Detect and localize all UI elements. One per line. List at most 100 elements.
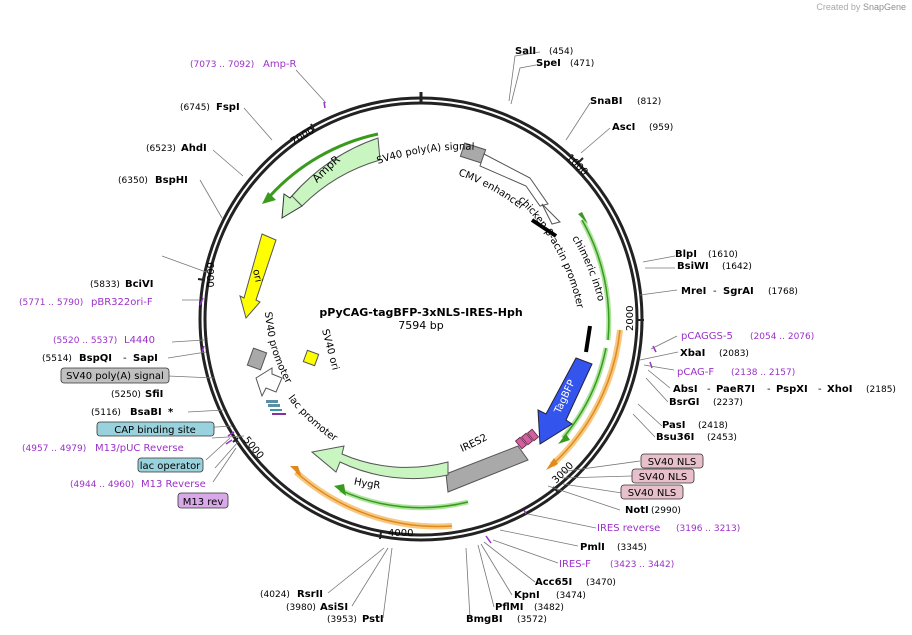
hygr-feature [310, 445, 449, 480]
sv40-promoter-feature [246, 347, 268, 371]
primer-pcaggs5[interactable]: pCAGGS-5(2054 .. 2076) [681, 331, 814, 342]
site-bsu36i[interactable]: Bsu36I (2453) [656, 432, 737, 443]
box-m13rev[interactable]: M13 rev [177, 492, 229, 509]
svg-text:MreI: MreI [681, 286, 706, 297]
site-bsiwi[interactable]: BsiWI(1642) [677, 261, 752, 272]
site-bsrgi[interactable]: BsrGI(2237) [669, 397, 743, 408]
svg-text:BspQI: BspQI [79, 353, 112, 364]
site-absi[interactable]: AbsI-PaeR7I-PspXI-XhoI(2185) [673, 384, 896, 395]
site-psti[interactable]: (3953)PstI [327, 614, 384, 625]
svg-text:XbaI: XbaI [680, 348, 705, 359]
site-bmgbi[interactable]: BmgBI(3572) [466, 614, 547, 625]
svg-text:AscI: AscI [612, 122, 635, 133]
site-pasi[interactable]: PasI (2418) [662, 420, 728, 431]
site-rsrii[interactable]: (4024)RsrII [260, 589, 323, 600]
leader-lines [161, 51, 679, 619]
site-ahdi[interactable]: (6523)AhdI [146, 143, 207, 154]
svg-text:BciVI: BciVI [125, 279, 153, 290]
box-cap[interactable]: CAP binding site [96, 421, 215, 437]
cmv-enhancer-feature [479, 153, 549, 207]
site-pmli[interactable]: PmlI (3345) [580, 542, 647, 553]
svg-text:SpeI: SpeI [536, 58, 561, 69]
primer-m13rev[interactable]: (4944 .. 4960)M13 Reverse [70, 479, 206, 490]
svg-text:PstI: PstI [362, 614, 384, 625]
svg-text:(959): (959) [649, 123, 673, 133]
site-mrei[interactable]: MreI-SgrAI(1768) [681, 286, 798, 297]
primer-pbr322ori[interactable]: (5771 .. 5790)pBR322ori-F [19, 297, 153, 308]
svg-text:(812): (812) [637, 97, 661, 107]
svg-text:BsrGI: BsrGI [669, 397, 699, 408]
svg-text:PspXI: PspXI [776, 384, 808, 395]
svg-text:-: - [767, 384, 771, 395]
box-sv40polya[interactable]: SV40 poly(A) signal [60, 367, 170, 384]
box-lacop[interactable]: lac operator [137, 457, 204, 473]
site-bspqi[interactable]: (5514)BspQI-SapI [42, 353, 158, 364]
site-snabi[interactable]: SnaBI(812) [590, 96, 661, 107]
svg-text:(4944 .. 4960): (4944 .. 4960) [70, 480, 134, 490]
hygr-orange-line [295, 471, 453, 528]
svg-text:PmlI: PmlI [580, 542, 605, 553]
primer-l4440[interactable]: (5520 .. 5537)L4440 [53, 335, 155, 346]
site-kpni[interactable]: KpnI(3474) [514, 590, 586, 601]
site-blpi[interactable]: BlpI(1610) [675, 249, 738, 260]
site-spei[interactable]: SpeI (471) [536, 58, 594, 69]
site-bsabi[interactable]: (5116)BsaBI* [91, 407, 174, 418]
chicken-actin-bar [530, 218, 558, 238]
site-asci[interactable]: AscI (959) [612, 122, 673, 133]
svg-text:(3345): (3345) [617, 543, 647, 553]
svg-text:NotI: NotI [625, 505, 649, 516]
site-sali[interactable]: SalI(454) [515, 46, 573, 57]
site-bcivi[interactable]: (5833)BciVI [90, 279, 153, 290]
bfp-green-arrowhead [558, 434, 570, 444]
site-asisi[interactable]: (3980)AsiSI [286, 602, 348, 613]
plasmid-length: 7594 bp [398, 319, 443, 332]
primer-pcagf[interactable]: pCAG-F(2138 .. 2157) [677, 367, 795, 378]
site-bsphi[interactable]: (6350)BspHI [118, 175, 188, 186]
site-pflmi[interactable]: PflMI(3482) [495, 602, 564, 613]
hygr-orange-arrowhead [290, 466, 302, 478]
ori-feature [239, 233, 277, 320]
svg-text:M13 rev: M13 rev [183, 497, 224, 508]
svg-text:Acc65I: Acc65I [535, 577, 572, 588]
svg-text:(2453): (2453) [707, 433, 737, 443]
nls-stripes [514, 428, 540, 450]
svg-text:(1610): (1610) [708, 250, 738, 260]
svg-text:lac operator: lac operator [140, 461, 201, 472]
site-acc65i[interactable]: Acc65I(3470) [535, 577, 616, 588]
bfp-orange-arrowhead [546, 458, 558, 470]
svg-text:PasI: PasI [662, 420, 685, 431]
svg-text:pBR322ori-F: pBR322ori-F [91, 297, 153, 308]
ires2-label: IRES2 [459, 432, 490, 455]
svg-text:(471): (471) [570, 59, 594, 69]
tick-4000: 4000 [379, 528, 413, 540]
svg-text:(3474): (3474) [556, 591, 586, 601]
ampr-arc-arrowhead [262, 192, 276, 204]
primer-ampr[interactable]: (7073 .. 7092) Amp-R [190, 59, 297, 70]
svg-text:(7073 .. 7092): (7073 .. 7092) [190, 60, 254, 70]
svg-text:SgrAI: SgrAI [723, 286, 754, 297]
site-fspi[interactable]: (6745)FspI [180, 102, 240, 113]
snapgene-credit: Created by SnapGene [816, 2, 906, 12]
site-xbai[interactable]: XbaI(2083) [680, 348, 749, 359]
svg-text:SapI: SapI [133, 353, 158, 364]
svg-text:-: - [707, 384, 711, 395]
tagbfp-feature [537, 357, 593, 445]
tick-1000: 1000 [564, 152, 590, 178]
svg-text:(1642): (1642) [722, 262, 752, 272]
svg-text:(3196 .. 3213): (3196 .. 3213) [676, 524, 740, 534]
svg-text:Bsu36I: Bsu36I [656, 432, 694, 443]
primer-iresrev[interactable]: IRES reverse(3196 .. 3213) [597, 523, 740, 534]
nls-box-3[interactable]: SV40 NLS [620, 484, 684, 500]
nls-box-2[interactable]: SV40 NLS [631, 468, 695, 484]
primer-m13puc[interactable]: (4957 .. 4979)M13/pUC Reverse [22, 443, 184, 454]
svg-text:(2418): (2418) [698, 421, 728, 431]
svg-text:(6523): (6523) [146, 144, 176, 154]
site-noti[interactable]: NotI(2990) [625, 505, 681, 516]
tick-2000: 2000 [625, 306, 644, 331]
sv40-ori-label: SV40 ori [319, 328, 341, 372]
chimeric-intron-bar [584, 325, 592, 353]
svg-text:Amp-R: Amp-R [263, 59, 297, 70]
site-sfii[interactable]: (5250)SfiI [111, 389, 163, 400]
primer-iresf[interactable]: IRES-F(3423 .. 3442) [559, 559, 674, 570]
nls-box-1[interactable]: SV40 NLS [640, 453, 704, 469]
